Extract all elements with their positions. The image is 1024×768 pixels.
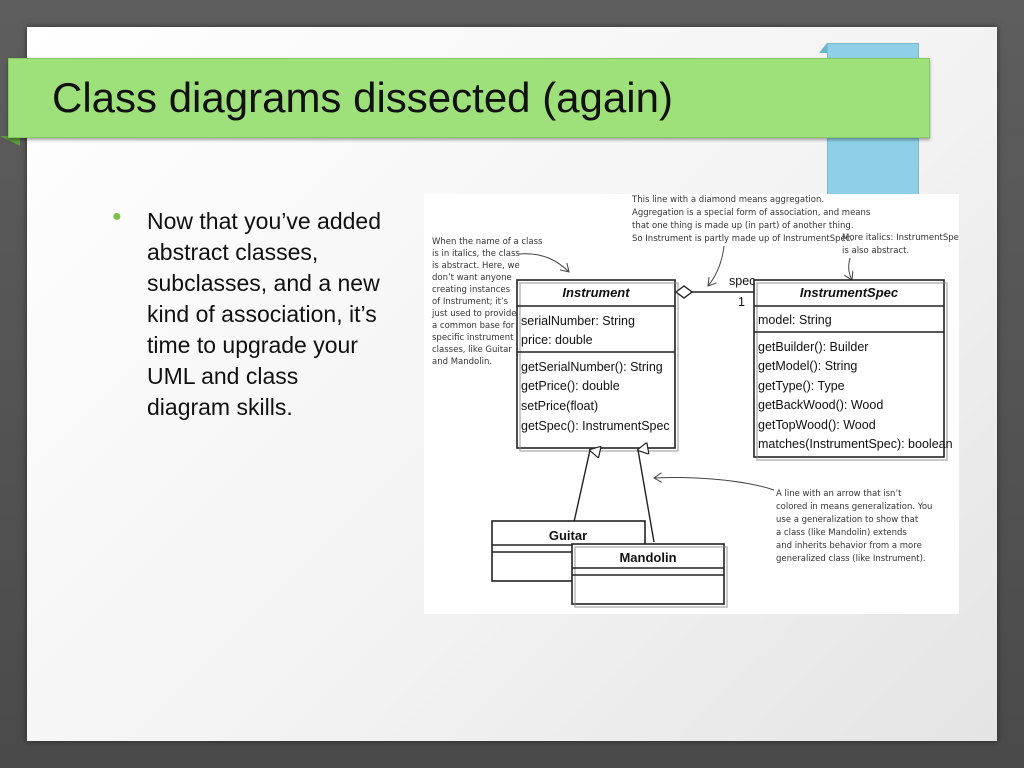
class-name: Guitar (549, 528, 587, 543)
class-name: InstrumentSpec (800, 285, 899, 300)
note-aggregation: This line with a diamond means aggregati… (631, 195, 871, 286)
class-name: Instrument (562, 285, 630, 300)
class-operation: getPrice(): double (521, 379, 620, 393)
note-pointer-arrow (708, 245, 725, 286)
note-line: specific instrument (432, 333, 514, 343)
note-line: This line with a diamond means aggregati… (631, 195, 824, 205)
note-line: a common base for (432, 321, 515, 331)
class-operation: getTopWood(): Wood (758, 418, 876, 432)
note-line: Aggregation is a special form of associa… (632, 208, 871, 218)
note-line: is in italics, the class (432, 249, 520, 259)
class-attribute: price: double (521, 333, 593, 347)
note-line: classes, like Guitar (432, 345, 512, 355)
note-line: is abstract. Here, we (432, 261, 520, 271)
class-operation: getType(): Type (758, 379, 845, 393)
generalization-mandolin-to-instrument (638, 450, 655, 543)
title-bar-fold (0, 136, 20, 146)
note-line: and inherits behavior from a more (776, 541, 922, 551)
association-multiplicity: 1 (738, 295, 745, 309)
association-role-label: spec (729, 274, 755, 288)
note-pointer-arrow (654, 478, 775, 491)
class-mandolin: Mandolin (571, 543, 728, 608)
note-line: that one thing is made up (in part) of a… (632, 221, 853, 231)
note-line: A line with an arrow that isn’t (776, 489, 902, 499)
bullet-list: ● Now that you’ve added abstract classes… (112, 206, 382, 423)
class-instrument: Instrument serialNumber: String price: d… (516, 279, 679, 452)
note-more-italics: More italics: InstrumentSpec is also abs… (842, 233, 959, 280)
title-bar (8, 58, 930, 138)
bullet-item: ● Now that you’ve added abstract classes… (112, 206, 382, 423)
uml-diagram-svg: When the name of a class is in italics, … (431, 195, 959, 608)
class-operation: getSpec(): InstrumentSpec (521, 419, 670, 433)
note-generalization: A line with an arrow that isn’t colored … (654, 478, 932, 564)
accent-tab-corner (819, 43, 827, 53)
class-operation: setPrice(float) (521, 399, 598, 413)
aggregation-diamond-icon (674, 285, 694, 299)
note-line: When the name of a class (432, 237, 543, 247)
generalization-guitar-to-instrument (573, 450, 590, 523)
note-line: More italics: InstrumentSpec (842, 233, 959, 243)
bullet-text: Now that you’ve added abstract classes, … (147, 208, 381, 420)
class-operation: getBackWood(): Wood (758, 398, 883, 412)
note-line: is also abstract. (842, 246, 909, 256)
aggregation-association: spec 1 (674, 274, 755, 309)
note-line: creating instances (432, 285, 511, 295)
class-operation: getSerialNumber(): String (521, 360, 663, 374)
class-attribute: serialNumber: String (521, 314, 635, 328)
slide-title: Class diagrams dissected (again) (52, 74, 673, 121)
class-attribute: model: String (758, 313, 832, 327)
note-line: don’t want anyone (432, 273, 512, 283)
class-operation: getBuilder(): Builder (758, 340, 868, 354)
note-line: and Mandolin. (432, 357, 492, 367)
class-instrument-spec: InstrumentSpec model: String getBuilder(… (753, 279, 953, 461)
note-pointer-arrow (518, 253, 569, 272)
note-abstract-italics: When the name of a class is in italics, … (431, 237, 569, 367)
note-line: generalized class (like Instrument). (776, 554, 926, 564)
bullet-dot-icon: ● (112, 208, 122, 225)
class-name: Mandolin (619, 550, 676, 565)
class-operation: matches(InstrumentSpec): boolean (758, 437, 953, 451)
note-pointer-arrow (849, 257, 852, 280)
class-operation: getModel(): String (758, 359, 857, 373)
note-line: a class (like Mandolin) extends (776, 528, 907, 538)
note-line: just used to provide (431, 309, 517, 319)
note-line: use a generalization to show that (776, 515, 919, 525)
generalization-arrows (573, 450, 655, 543)
uml-class-diagram: When the name of a class is in italics, … (424, 194, 959, 614)
note-line: colored in means generalization. You (776, 502, 932, 512)
note-line: So Instrument is partly made up of Instr… (632, 234, 853, 244)
note-line: of Instrument; it’s (432, 297, 509, 307)
